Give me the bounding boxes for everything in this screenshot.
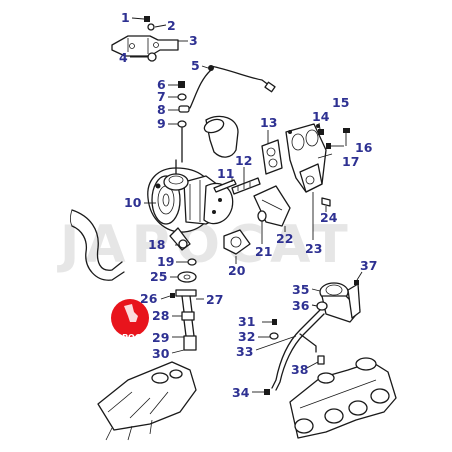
callout-15: 15: [332, 95, 349, 110]
callout-5: 5: [191, 58, 200, 73]
callout-33: 33: [236, 344, 253, 359]
nut-part-21: [257, 210, 267, 222]
callout-22: 22: [276, 231, 293, 246]
callout-26: 26: [140, 291, 158, 306]
washer-part-7: [177, 93, 187, 101]
callout-13: 13: [260, 115, 277, 130]
bolt-part-6: [178, 81, 185, 88]
banjo-bolt-part-8: [178, 105, 190, 113]
washer-part-2: [147, 23, 155, 31]
nut-part-18: [178, 239, 188, 249]
callout-32: 32: [238, 329, 255, 344]
nut-part-4: [147, 52, 157, 62]
callout-16: 16: [355, 140, 373, 155]
callout-23: 23: [305, 241, 322, 256]
logo-text: JAPOCAT: [112, 333, 152, 342]
callout-7: 7: [157, 89, 166, 104]
callout-8: 8: [157, 102, 166, 117]
egr-pipe-part-33: [271, 309, 325, 391]
gasket-part-25: [177, 271, 197, 283]
callout-28: 28: [152, 308, 169, 323]
callout-24: 24: [320, 210, 338, 225]
callout-35: 35: [292, 282, 309, 297]
callout-19: 19: [157, 254, 174, 269]
exhaust-manifold: [97, 361, 197, 441]
washer-part-9: [177, 120, 187, 128]
exhaust-elbow-part-23: [285, 123, 327, 193]
callout-11: 11: [217, 166, 234, 181]
callout-29: 29: [152, 330, 169, 345]
stud-part-12: [231, 177, 261, 195]
intake-manifold: [289, 357, 397, 439]
callout-9: 9: [157, 116, 166, 131]
bolt-part-24: [321, 197, 331, 207]
bolt-part-1: [144, 16, 150, 22]
bolt-part-16: [326, 143, 344, 149]
oil-feed-pipe: [189, 65, 276, 109]
turbocharger: [147, 159, 234, 251]
callout-3: 3: [189, 33, 198, 48]
callout-4: 4: [119, 50, 128, 65]
callout-30: 30: [152, 346, 170, 361]
callout-6: 6: [157, 77, 166, 92]
callout-25: 25: [150, 269, 167, 284]
callout-20: 20: [228, 263, 246, 278]
bolt-part-34: [264, 389, 270, 395]
stud-part-17: [317, 153, 333, 159]
callout-labels: 1 2 3 4 5 6 7 8 9 10 11 12 13 14 15 16 1…: [119, 10, 377, 400]
bracket-part-37: [347, 280, 361, 319]
nut-part-32: [269, 332, 279, 340]
heat-shield-bracket: [111, 35, 179, 57]
callout-2: 2: [167, 18, 176, 33]
callout-12: 12: [235, 153, 252, 168]
callout-34: 34: [232, 385, 250, 400]
intake-hose-elbow: [203, 115, 239, 158]
callout-37: 37: [360, 258, 377, 273]
inlet-hose: [70, 209, 125, 281]
callout-1: 1: [121, 10, 130, 25]
leader-lines: [130, 17, 363, 393]
callout-18: 18: [148, 237, 165, 252]
callout-10: 10: [124, 195, 142, 210]
gasket-part-20: [223, 229, 251, 255]
japocat-logo: JAPOCAT: [111, 299, 152, 342]
nut-part-14: [318, 129, 324, 135]
callout-38: 38: [291, 362, 308, 377]
stud-part-38: [317, 355, 325, 365]
callout-14: 14: [312, 109, 330, 124]
gasket-part-36: [316, 301, 328, 311]
callout-21: 21: [255, 244, 272, 259]
callout-36: 36: [292, 298, 310, 313]
bolt-part-31: [262, 319, 277, 325]
callout-31: 31: [238, 314, 255, 329]
callout-27: 27: [206, 292, 223, 307]
oil-drain-tube: [175, 289, 197, 351]
gasket-part-13: [261, 139, 283, 175]
stud-part-11: [213, 179, 237, 193]
nut-part-19: [187, 258, 197, 266]
callout-17: 17: [342, 154, 359, 169]
bolt-part-15: [343, 128, 350, 146]
bolt-part-26: [170, 293, 175, 298]
